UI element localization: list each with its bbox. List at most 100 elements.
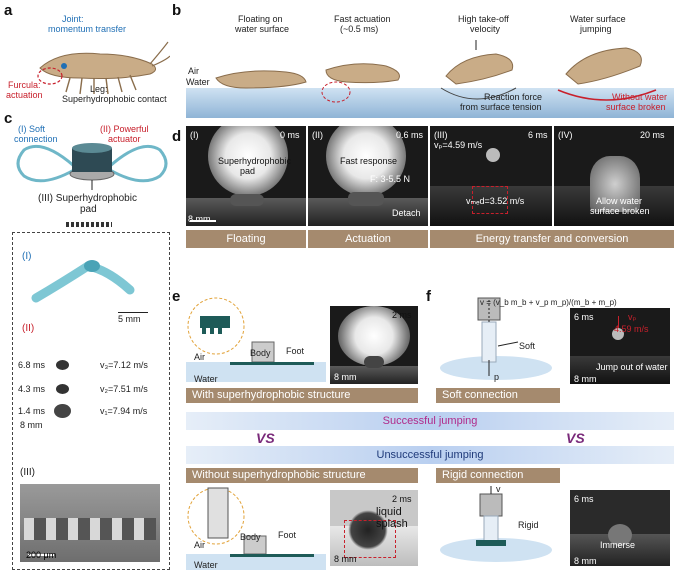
d-vp-label: vₚ=4.59 m/s (434, 140, 483, 150)
d-frame2-num: (II) (312, 130, 323, 140)
d-bar-energy: Energy transfer and conversion (430, 230, 674, 248)
actuation-label: actuation (6, 90, 43, 100)
f-vp-label: vₚ (628, 312, 637, 322)
d-bar-floating: Floating (186, 230, 306, 248)
e-without-structure-diagram (186, 487, 326, 570)
b-step4-label: Water surface (570, 14, 626, 24)
momentum-label: momentum transfer (48, 24, 127, 34)
b-step3-label: High take-off (458, 14, 509, 24)
c-time3-label: 1.4 ms (18, 406, 46, 416)
c-roman1-label: (I) (22, 251, 32, 262)
e-foot2-label: Foot (278, 530, 297, 540)
panel-label-c: c (4, 110, 13, 127)
b-step2b-label: (~0.5 ms) (340, 24, 379, 34)
panel-label-e: e (172, 288, 181, 305)
b-water-label: Water (186, 77, 210, 87)
f-scale2-label: 8 mm (574, 556, 597, 566)
d-scale-label: 8 mm (188, 214, 211, 224)
e-air1-label: Air (194, 352, 205, 362)
water-surface-strip (186, 88, 674, 118)
d-frame3-num: (III) (434, 130, 448, 140)
b-without1-label: Without water (612, 92, 668, 102)
d-frame2-photo (308, 126, 428, 226)
vs-right: VS (566, 430, 585, 446)
d-frame1-time: 0 ms (280, 130, 300, 140)
b-air-label: Air (188, 66, 199, 76)
c-scale3-label: 200 μm (26, 550, 57, 560)
c-trajectory-photo (48, 358, 78, 424)
e-splash2-label: splash (376, 518, 408, 530)
c-roman2-label: (II) (22, 323, 35, 334)
d-allow2-label: surface broken (590, 206, 650, 216)
c-pad2-label: pad (80, 204, 97, 215)
robot-schematic (16, 143, 168, 190)
c-v3-label: v₁=7.94 m/s (100, 406, 148, 416)
e-air2-label: Air (194, 540, 205, 550)
superhydrophobic-contact-label: Superhydrophobic contact (62, 94, 167, 104)
d-bar-actuation: Actuation (308, 230, 428, 248)
d-frame1-num: (I) (190, 130, 199, 140)
f-rigid-label: Rigid (518, 520, 539, 530)
d-frame4-num: (IV) (558, 130, 573, 140)
f-rigid-diagram (440, 486, 552, 562)
f-soft-diagram (440, 297, 552, 380)
b-reaction2-label: from surface tension (460, 102, 542, 112)
f-jump-label: Jump out of water (596, 362, 668, 372)
springtail-illustration (37, 41, 170, 95)
c-v2-label: v₂=7.51 m/s (100, 384, 148, 394)
d-frame4-time: 20 ms (640, 130, 665, 140)
d-pad2-label: pad (240, 166, 256, 176)
successful-bar: Successful jumping (186, 412, 674, 430)
d-detach-label: Detach (392, 208, 421, 218)
f-formula: v = (v_b m_b + v_p m_p)/(m_b + m_p) (480, 298, 617, 307)
d-frame2-time: 0.6 ms (396, 130, 424, 140)
b-reaction1-label: Reaction force (484, 92, 543, 102)
f-vpval-label: 4.59 m/s (614, 324, 649, 334)
f-scale1-label: 8 mm (574, 374, 597, 384)
unsuccessful-bar: Unsuccessful jumping (186, 446, 674, 464)
c-scale1-label: 5 mm (118, 314, 141, 324)
joint-label: Joint: (62, 14, 84, 24)
c-actuator1-label: (II) Powerful (100, 124, 149, 134)
e-time2-label: 2 ms (392, 494, 412, 504)
e-with-photo (330, 306, 418, 384)
d-pad1-label: Superhydrophobic (218, 156, 292, 166)
jumping-sequence-illustration (215, 40, 657, 103)
d-frame1-photo (186, 126, 306, 226)
c-soft-label: (I) Soft (18, 124, 46, 134)
b-step4b-label: jumping (580, 24, 612, 34)
f-soft-label: Soft (519, 341, 536, 351)
c-time2-label: 4.3 ms (18, 384, 46, 394)
f-soft-bar: Soft connection (436, 388, 560, 403)
f-rigid-photo (570, 490, 670, 566)
f-rigid-bar: Rigid connection (436, 468, 560, 483)
panel-label-f: f (426, 288, 431, 305)
b-step2-label: Fast actuation (334, 14, 391, 24)
e-foot1-label: Foot (286, 346, 305, 356)
d-frame4-photo (554, 126, 674, 226)
e-with-structure-diagram (186, 297, 326, 382)
c-scale2-label: 8 mm (20, 420, 43, 430)
e-water2-label: Water (194, 560, 218, 570)
e-without-photo (330, 490, 418, 566)
e-water1-label: Water (194, 374, 218, 384)
panel-label-a: a (4, 2, 13, 19)
f-time1-label: 6 ms (574, 312, 594, 322)
vs-left: VS (256, 430, 275, 446)
f-time2-label: 6 ms (574, 494, 594, 504)
leg-label: Leg: (90, 84, 108, 94)
e-without-bar: Without superhydrophobic structure (186, 468, 418, 483)
d-fast-label: Fast response (340, 156, 398, 166)
f-p-label: p (494, 372, 500, 382)
f-immerse-label: Immerse (600, 540, 636, 550)
d-vmed-label: vₘₑd=3.52 m/s (466, 196, 525, 206)
b-step1-label: Floating on (238, 14, 283, 24)
panel-label-d: d (172, 128, 182, 145)
d-frame3-photo (430, 126, 552, 226)
c-connection-label: connection (14, 134, 58, 144)
b-step1b-label: water surface (235, 24, 290, 34)
d-allow1-label: Allow water (596, 196, 643, 206)
e-body2-label: Body (240, 532, 261, 542)
c-sem-photo (20, 484, 160, 562)
c-roman3-label: (III) (20, 467, 35, 478)
